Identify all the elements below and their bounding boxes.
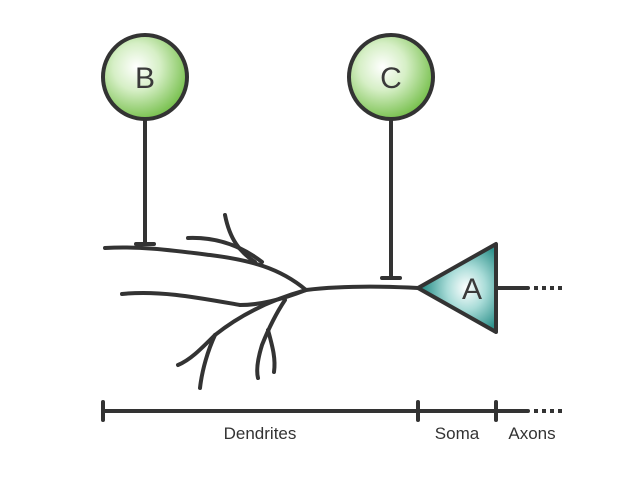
neuron-a: A (416, 242, 566, 334)
dendrite-main-trunk (304, 284, 420, 292)
neuron-b-label: B (135, 62, 155, 95)
dendrite-upper-twig-1 (223, 213, 257, 264)
dendritic-tree (103, 213, 420, 390)
dendrite-lower-twig-1 (198, 333, 217, 390)
dendrite-upper-twig-2 (186, 235, 264, 264)
neuron-c: C (347, 33, 435, 280)
region-scale: Dendrites Soma Axons (101, 400, 566, 443)
label-soma: Soma (435, 424, 480, 443)
neuron-b: B (101, 33, 189, 246)
dendrite-upper-branch (103, 245, 308, 292)
neuron-c-body (347, 33, 435, 121)
label-dendrites: Dendrites (224, 424, 297, 443)
dendrite-lower-twig-2 (266, 328, 277, 374)
neuron-a-soma (416, 242, 498, 334)
dendrite-lower-branch (176, 288, 308, 367)
neuron-a-label: A (462, 273, 482, 306)
neuron-c-label: C (380, 62, 402, 95)
label-axons: Axons (508, 424, 555, 443)
dendrite-lower-branch-2 (255, 298, 287, 380)
neuron-b-body (101, 33, 189, 121)
